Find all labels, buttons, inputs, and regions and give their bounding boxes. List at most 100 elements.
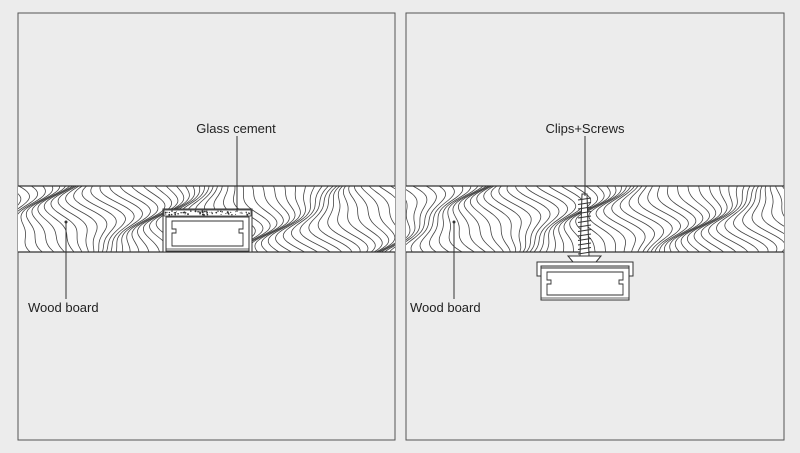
wood-grain-line (353, 186, 390, 252)
wood-grain-line (647, 186, 682, 252)
screw-thread (577, 206, 592, 210)
cement-speck (240, 211, 242, 213)
left-wood-board-label: Wood board (28, 300, 99, 315)
cement-speck (245, 211, 247, 213)
wood-grain-line (18, 186, 30, 210)
wood-grain-line (37, 186, 71, 252)
wood-grain-line (438, 186, 472, 252)
wood-grain-line (282, 186, 316, 252)
wood-grain-line (793, 182, 800, 256)
cement-speck (190, 210, 192, 212)
cement-speck (215, 211, 218, 214)
glass-cement-texture (164, 210, 251, 216)
wood-grain-line (260, 186, 296, 252)
wood-grain-line (378, 186, 395, 252)
wood-grain-line (674, 186, 710, 252)
clips-screws-label: Clips+Screws (545, 121, 625, 136)
wood-grain-line (603, 186, 636, 252)
wood-grain-line (700, 186, 733, 252)
cement-speck (164, 211, 167, 214)
cement-speck (225, 213, 227, 215)
wood-grain-line (769, 186, 784, 227)
cement-speck (174, 213, 176, 216)
screw-thread (577, 238, 592, 241)
cement-speck (226, 211, 229, 214)
wood-grain-line (657, 186, 689, 252)
wood-grain-line (788, 182, 800, 256)
right-profile-inner (546, 271, 624, 296)
wood-grain-line (57, 186, 89, 252)
wood-grain-line (20, 186, 54, 252)
wood-grain-line (327, 186, 361, 252)
wood-grain-line (686, 186, 723, 252)
wood-grain-line (419, 186, 455, 252)
wood-grain-line (483, 186, 517, 252)
wood-grain-line (406, 186, 437, 246)
wood-grain-line (143, 186, 179, 252)
screw (566, 193, 603, 263)
wood-grain-line (680, 186, 717, 252)
screw-thread (577, 220, 592, 223)
wood-grain-line (463, 186, 496, 252)
wood-grain-line (0, 182, 12, 256)
wood-grain-line (50, 186, 83, 252)
screw-thread (577, 242, 592, 246)
cement-speck (221, 211, 224, 213)
wood-grain-line (317, 186, 353, 252)
wood-grain-line (693, 186, 728, 252)
wood-grain-line (119, 186, 151, 252)
wood-grain-line (733, 186, 769, 252)
cement-speck (197, 210, 199, 213)
cement-speck (194, 210, 197, 213)
wood-grain-line (751, 186, 784, 252)
cement-speck (177, 212, 179, 215)
wood-grain-line (254, 186, 290, 252)
wood-grain-line (708, 186, 738, 252)
wood-grain-line (368, 186, 395, 252)
wood-grain-line (25, 186, 61, 252)
cement-speck (201, 210, 204, 213)
wood-grain-line (611, 186, 646, 252)
cement-speck (182, 211, 185, 214)
left-profile-inner (171, 220, 244, 247)
cement-speck (220, 213, 222, 216)
wood-grain-line (498, 186, 532, 252)
cement-speck (203, 213, 205, 216)
wood-grain-line (575, 186, 611, 252)
wood-grain-line (524, 186, 560, 252)
wood-grain-line (669, 186, 704, 252)
left-wood-grain (0, 182, 395, 256)
cement-speck (204, 210, 206, 213)
wood-grain-line (18, 186, 46, 252)
cement-speck (206, 211, 209, 214)
cement-speck (201, 213, 204, 216)
screw-thread (577, 202, 592, 205)
cement-speck (171, 210, 173, 212)
cement-speck (168, 213, 171, 216)
wood-grain-line (515, 186, 551, 252)
wood-grain-line (628, 186, 665, 252)
cement-speck (235, 213, 237, 215)
wood-grain-line (588, 186, 622, 252)
wood-grain-line (619, 186, 656, 252)
right-wood-board (406, 182, 800, 256)
cement-speck (211, 212, 213, 215)
wood-grain-line (506, 186, 542, 252)
wood-grain-line (452, 186, 484, 252)
wood-grain-line (299, 186, 331, 252)
screw-thread (577, 251, 592, 255)
wood-grain-line (81, 186, 117, 252)
wood-grain-line (308, 186, 343, 252)
wood-grain-line (545, 186, 577, 252)
wood-grain-line (410, 186, 447, 252)
wood-grain-line (595, 186, 627, 252)
cement-speck (168, 211, 171, 214)
right-wood-board-label: Wood board (410, 300, 481, 315)
cement-speck (173, 212, 175, 214)
wood-grain-line (275, 186, 306, 252)
wood-grain-line (131, 186, 166, 252)
wood-grain-line (535, 186, 568, 252)
wood-grain-line (360, 186, 395, 252)
wood-grain-line (137, 186, 173, 252)
cement-speck (199, 212, 202, 214)
